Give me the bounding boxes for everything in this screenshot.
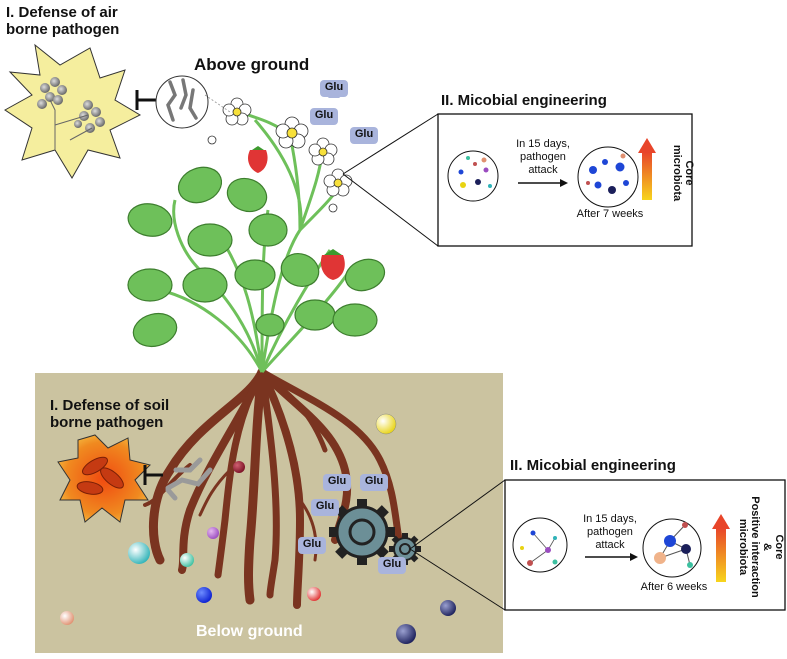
glu-label: Glu [364,475,384,487]
outcome-text-top: Core microbiota [671,144,695,202]
leaves [127,166,386,348]
below-ground-label: Below ground [196,623,303,640]
soil-pathogen-spores [76,456,124,495]
condition-text-top: In 15 days, pathogen attack [516,138,570,176]
magnified-fungus [155,75,231,129]
core-arrow-bottom [716,528,726,582]
core-arrow-top [642,152,652,200]
large-gear [329,499,395,565]
enriched-network-bottom [654,522,693,568]
glu-label: Glu [324,81,344,93]
soil-microbes [60,413,456,644]
glu-label: Glu [382,558,402,570]
time-text-top: After 7 weeks [576,208,644,220]
glu-label: Glu [302,538,322,550]
engineering-panel-bottom [409,479,786,611]
air-defense-title: I. Defense of air borne pathogen [6,4,120,38]
enriched-microbes-top [586,153,629,194]
glu-label: Glu [327,475,347,487]
strawberry-fruit-2 [320,249,345,280]
soil-defense-title: I. Defense of soil borne pathogen [50,397,170,431]
air-inhibition-symbol [135,90,157,110]
glu-label: Glu [354,128,374,140]
glu-label: Glu [315,500,335,512]
soil-inhibition-symbol [143,465,163,485]
initial-network-bottom [520,530,558,566]
above-ground-label: Above ground [194,55,310,74]
strawberry-fruit-1 [247,146,268,173]
glu-badges [298,80,406,574]
flowers [207,97,353,213]
time-text-bottom: After 6 weeks [640,581,708,593]
air-pathogen-spores [37,77,105,133]
initial-microbes-top [458,156,492,188]
engineering-title-top: II. Micobial engineering [441,92,607,109]
air-pathogen-star [4,43,142,179]
air-pathogen-hyphae [49,99,93,150]
engineering-title-bottom: II. Micobial engineering [510,457,676,474]
outcome-text-bottom: Core & Positive interaction microbiota [737,496,785,598]
engineering-panel-top [342,113,693,247]
glu-label: Glu [314,109,334,121]
condition-text-bottom: In 15 days, pathogen attack [583,513,637,551]
soil-fungus-hyphae [165,457,213,501]
